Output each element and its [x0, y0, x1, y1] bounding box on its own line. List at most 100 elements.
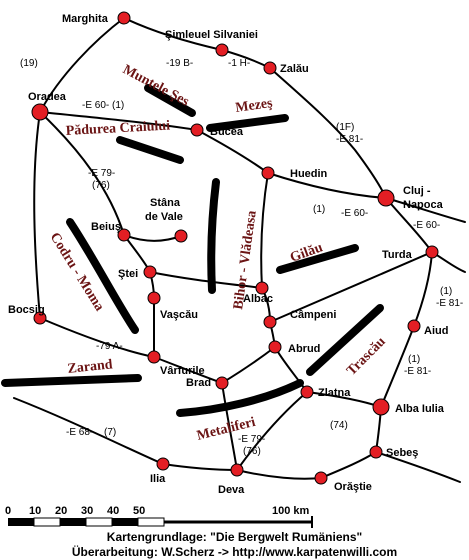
city-dot-bocsig[interactable] — [33, 311, 47, 325]
city-dot-brad[interactable] — [215, 376, 229, 390]
road-label-19: (19) — [20, 58, 38, 69]
road-label-e79-a: -E 79- — [88, 168, 115, 179]
credit-line-1: Kartengrundlage: "Die Bergwelt Rumäniens… — [106, 530, 363, 544]
road-label-e60-b: -E 60- — [341, 208, 368, 219]
road-label-1f: (1F) — [336, 122, 354, 133]
city-dot-varfurile[interactable] — [147, 350, 161, 364]
road-label-1-c: (1) — [408, 354, 420, 365]
city-label-turda: Turda — [382, 249, 413, 261]
road-turda-aiud — [413, 251, 433, 327]
city-dot-turda[interactable] — [425, 245, 439, 259]
scale-tick-label: 10 — [29, 505, 41, 517]
city-dot-huedin[interactable] — [261, 166, 275, 180]
road-label-74: (74) — [330, 420, 348, 431]
city-dot-zlatna[interactable] — [300, 385, 314, 399]
road-labels: (19) -E 60- (1) -19 B- -1 H- (1F) -E 81-… — [20, 58, 463, 457]
road-bucea-huedin — [196, 129, 269, 174]
scale-bar-segment — [137, 517, 165, 527]
range-gilau — [276, 244, 359, 274]
city-label-zalau: Zalău — [280, 63, 309, 75]
city-dot-bucea[interactable] — [190, 123, 204, 137]
city-label-sebes: Sebeş — [386, 447, 418, 459]
range-label-zarand: Zarand — [67, 357, 114, 377]
range-label-padurea-craiului: Pădurea Craiului — [65, 119, 170, 139]
city-label-cluj: Cluj - — [403, 185, 431, 197]
scale-bar-segment — [60, 518, 86, 526]
road-label-76-b: (76) — [243, 446, 261, 457]
road-brad-deva — [221, 382, 238, 471]
city-dot-stei[interactable] — [143, 265, 157, 279]
road-label-e60-1: -E 60- (1) — [82, 100, 124, 111]
road-label-1: (1) — [313, 204, 325, 215]
scale-tick-label: 20 — [55, 505, 67, 517]
city-label-simleu: Şimleuel Silvaniei — [165, 29, 258, 41]
road-beius-stana — [123, 234, 182, 242]
road-label-76-a: (76) — [92, 180, 110, 191]
city-label-beius: Beiuş — [91, 221, 121, 233]
road-deva-orastie — [236, 469, 322, 480]
road-ilia-deva — [162, 463, 238, 471]
road-label-e81-c: -E 81- — [404, 366, 431, 377]
city-label-deva: Deva — [218, 484, 245, 496]
scale-bar-segment — [8, 518, 34, 526]
city-dot-aiud[interactable] — [407, 319, 421, 333]
city-dot-campeni[interactable] — [263, 315, 277, 329]
range-muntele-ses — [144, 84, 196, 117]
city-dot-oradea[interactable] — [31, 103, 49, 121]
range-label-trascau: Trascău — [344, 334, 389, 379]
range-codru-moma — [66, 218, 139, 334]
range-label-mezes: Mezeş — [234, 96, 274, 116]
road-label-1-b: (1) — [440, 286, 452, 297]
road-west-ilia — [13, 397, 164, 465]
city-dot-deva[interactable] — [230, 463, 244, 477]
road-zlatna-deva — [236, 391, 308, 471]
city-dot-beius[interactable] — [117, 228, 131, 242]
city-dot-cluj[interactable] — [377, 189, 395, 207]
road-label-e60-c: -E 60- — [413, 220, 440, 231]
city-dot-albac[interactable] — [255, 281, 269, 295]
scale-tick-label: 30 — [81, 505, 93, 517]
city-dot-marghita[interactable] — [117, 11, 131, 25]
city-dot-sebes[interactable] — [369, 445, 383, 459]
city-label-vascau: Vaşcău — [160, 309, 198, 321]
city-label-ilia: Ilia — [150, 473, 166, 485]
road-oradea-beius — [39, 111, 125, 236]
city-label-zlatna: Zlatna — [318, 387, 351, 399]
road-marghita-oradea — [39, 17, 125, 113]
city-labels: Marghita Şimleuel Silvaniei Zalău Oradea… — [8, 13, 448, 496]
road-oradea-bocsig — [33, 111, 41, 319]
range-bihor-vladeasa — [207, 178, 220, 294]
road-huedin-albac — [260, 172, 269, 289]
city-dot-zalau[interactable] — [263, 61, 277, 75]
scale-bar: 0 10 20 30 40 50 100 km — [5, 505, 313, 528]
road-bocsig-varfurile — [39, 317, 155, 358]
road-oradea-bucea — [39, 111, 198, 131]
city-label-brad: Brad — [186, 377, 211, 389]
range-label-muntele-ses: Muntele Şes — [120, 62, 192, 110]
scale-bar-segment — [85, 517, 113, 527]
range-zarand — [1, 374, 142, 387]
road-orastie-sebes — [320, 451, 377, 479]
city-label-albac: Albac — [243, 293, 273, 305]
city-markers — [31, 11, 439, 485]
road-label-19b: -19 B- — [166, 58, 193, 69]
city-label-bocsig: Bocsig — [8, 304, 45, 316]
city-label-huedin: Huedin — [290, 168, 328, 180]
city-dot-stana[interactable] — [174, 229, 188, 243]
road-huedin-cluj — [267, 172, 387, 199]
road-sebes-east — [375, 451, 461, 483]
city-label-marghita: Marghita — [62, 13, 109, 25]
city-dot-abrud[interactable] — [268, 340, 282, 354]
city-dot-orastie[interactable] — [314, 471, 328, 485]
city-dot-ilia[interactable] — [156, 457, 170, 471]
city-dot-simleu[interactable] — [215, 43, 229, 57]
city-label-varfurile: Vârfurile — [160, 365, 205, 377]
range-metaliferi — [176, 379, 304, 417]
city-label-stana-2: de Vale — [145, 211, 183, 223]
range-padurea-craiului — [116, 136, 184, 164]
city-dot-vascau[interactable] — [147, 291, 161, 305]
city-label-alba: Alba Iulia — [395, 403, 445, 415]
city-dot-alba[interactable] — [372, 398, 390, 416]
city-label-orastie: Orăştie — [334, 481, 372, 493]
city-label-cluj-2: Napoca — [403, 199, 444, 211]
